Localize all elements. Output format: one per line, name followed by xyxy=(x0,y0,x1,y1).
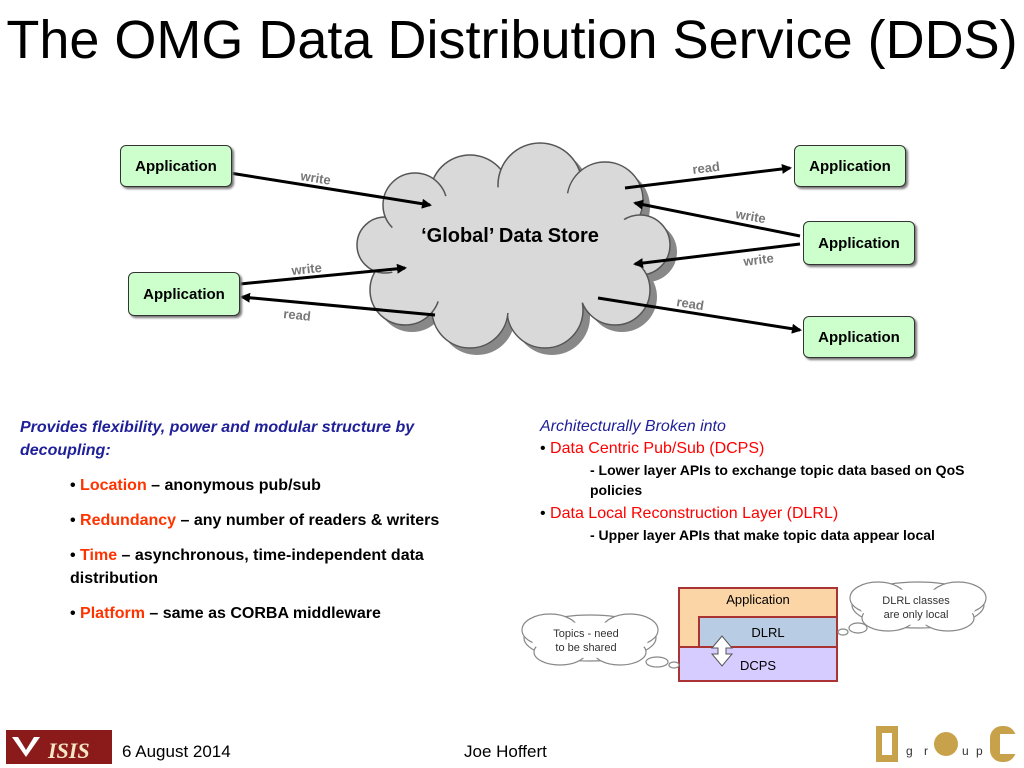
bullet-time-key: Time xyxy=(80,547,118,564)
cloud-core xyxy=(384,187,640,313)
bullet-redundancy-text: – any number of readers & writers xyxy=(176,512,440,529)
arrow-write-4 xyxy=(239,263,407,286)
bullet-location: • Location – anonymous pub/sub xyxy=(70,477,321,494)
bullet-platform: • Platform – same as CORBA middleware xyxy=(70,605,381,622)
bullet-platform-key: Platform xyxy=(80,605,145,622)
arch-item-dcps: • Data Centric Pub/Sub (DCPS) xyxy=(540,440,765,457)
svg-text:r: r xyxy=(924,744,928,758)
arrow-write-1 xyxy=(229,171,432,209)
double-arrow-icon xyxy=(710,635,734,667)
architecture-heading: Architecturally Broken into xyxy=(540,418,726,435)
bullet-time: • Time – asynchronous, time-independent … xyxy=(70,547,424,587)
bullet-location-key: Location xyxy=(80,477,147,494)
svg-text:g: g xyxy=(906,744,913,758)
edge-label-write-3: write xyxy=(742,250,775,269)
bullet-platform-text: – same as CORBA middleware xyxy=(144,605,381,622)
doc-group-logo: g r u p xyxy=(876,726,1016,762)
edge-label-read-1: read xyxy=(692,159,721,177)
slide-title: The OMG Data Distribution Service (DDS) xyxy=(6,10,1018,70)
svg-text:u: u xyxy=(962,744,969,758)
bullet-redundancy: • Redundancy – any number of readers & w… xyxy=(70,512,440,529)
application-box-top-left: Application xyxy=(120,145,232,187)
arrow-write-2 xyxy=(633,199,801,238)
isis-logo: ISIS xyxy=(6,730,112,764)
edge-label-write-2: write xyxy=(733,206,766,226)
arch-item-dlrl-detail: - Upper layer APIs that make topic data … xyxy=(590,527,935,543)
bullet-redundancy-key: Redundancy xyxy=(80,512,177,529)
arch-item-dlrl-label: Data Local Reconstruction Layer (DLRL) xyxy=(550,505,839,522)
bullet-location-text: – anonymous pub/sub xyxy=(146,477,321,494)
arch-item-dlrl: • Data Local Reconstruction Layer (DLRL) xyxy=(540,505,839,522)
application-box-mid-right: Application xyxy=(803,221,915,265)
edge-label-read-2: read xyxy=(676,294,706,313)
arrow-read-3 xyxy=(240,292,436,317)
callout-dlrl-line2: are only local xyxy=(884,609,949,621)
svg-text:p: p xyxy=(976,744,983,758)
layer-stack: Application DLRL DCPS xyxy=(678,587,838,682)
application-box-mid-left: Application xyxy=(128,272,240,316)
layer-dlrl-label: DLRL xyxy=(751,625,784,640)
footer-author: Joe Hoffert xyxy=(464,742,547,761)
layer-dcps-label: DCPS xyxy=(740,658,776,673)
isis-logo-text: ISIS xyxy=(47,738,90,763)
layer-application-label: Application xyxy=(726,592,790,607)
callout-dlrl: DLRL classes are only local xyxy=(837,581,987,636)
bullet-time-text: – asynchronous, time-independent data di… xyxy=(70,547,424,587)
callout-topics: Topics - need to be shared xyxy=(521,613,680,669)
architecture-section: Architecturally Broken into • Data Centr… xyxy=(540,416,1000,545)
store-label: ‘Global’ Data Store xyxy=(421,225,599,247)
arrow-read-1 xyxy=(624,163,792,190)
footer-date: 6 August 2014 xyxy=(122,742,231,761)
edge-label-write-4: write xyxy=(290,260,323,278)
edge-label-write-1: write xyxy=(299,168,332,188)
arrow-read-2 xyxy=(597,296,802,334)
decoupling-intro: Provides flexibility, power and modular … xyxy=(20,419,415,459)
callout-dlrl-line1: DLRL classes xyxy=(882,595,950,607)
edge-label-read-3: read xyxy=(283,306,312,324)
decoupling-section: Provides flexibility, power and modular … xyxy=(20,416,490,625)
application-box-top-right: Application xyxy=(794,145,906,187)
application-box-bottom-right: Application xyxy=(803,316,915,358)
callout-topics-line2: to be shared xyxy=(555,642,616,654)
arch-item-dcps-detail: - Lower layer APIs to exchange topic dat… xyxy=(590,462,965,498)
arrow-write-3 xyxy=(633,242,801,269)
callout-topics-line1: Topics - need xyxy=(553,628,618,640)
arch-item-dcps-label: Data Centric Pub/Sub (DCPS) xyxy=(550,440,765,457)
